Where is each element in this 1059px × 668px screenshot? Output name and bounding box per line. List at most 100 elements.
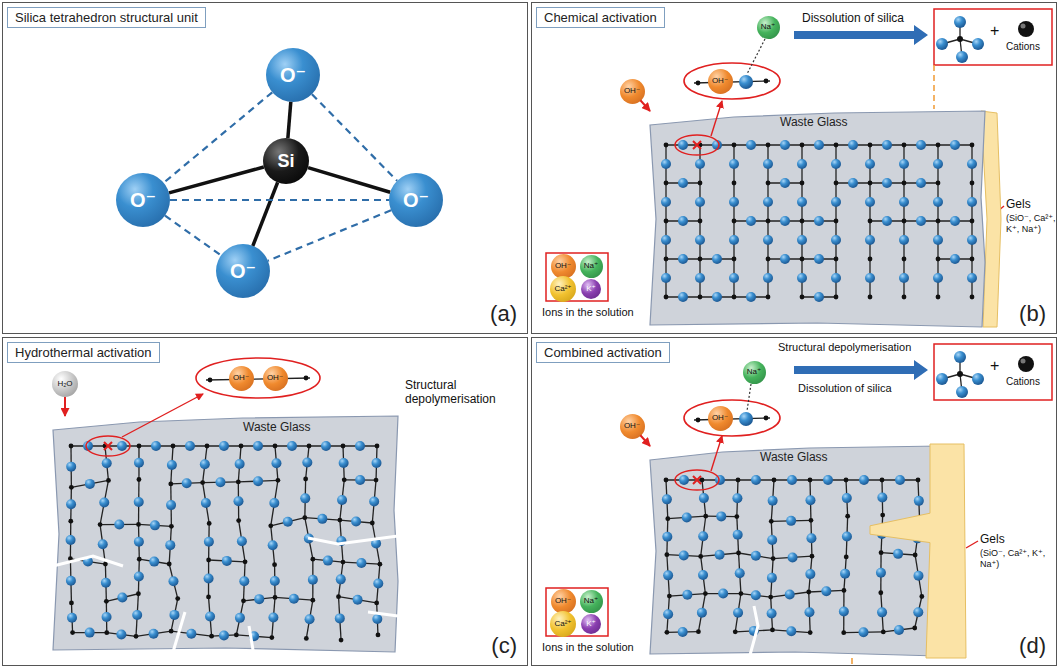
oxygen-ball [839, 607, 849, 617]
silicon-dot [868, 143, 873, 148]
oxygen-ball [132, 610, 142, 620]
oxygen-ball [661, 197, 671, 207]
oxygen-ball [767, 609, 777, 619]
ionic-link [747, 39, 765, 74]
oxygen-ball [899, 235, 909, 245]
silicon-dot [868, 181, 873, 186]
glass-outline [650, 446, 940, 656]
oxygen-ball [219, 441, 229, 451]
oxygen-ball [788, 552, 798, 562]
ion-label: Na⁺ [584, 262, 598, 270]
ion-ball: Ca²⁺ [550, 276, 576, 302]
silicon-dot [936, 257, 941, 262]
ion-ball: OH⁻ [551, 254, 576, 279]
silicon-dot [842, 588, 847, 593]
oxygen-ball [715, 550, 725, 560]
oxygen-ball [767, 573, 777, 583]
oxygen-ball [698, 570, 708, 580]
oxygen-ball [780, 216, 790, 226]
silicon-dot [336, 594, 341, 599]
title-text: Combined activation [544, 345, 662, 360]
oxygen-ball [933, 273, 943, 283]
glass-outline [650, 111, 985, 327]
glass-outline [53, 416, 398, 652]
si-o-bond [253, 182, 278, 245]
silicon-dot [98, 522, 103, 527]
oxygen-ball [679, 475, 689, 485]
oxygen-ball [355, 475, 365, 485]
silicon-dot [175, 596, 180, 601]
oxygen-ball [797, 235, 807, 245]
silicon-dot [936, 181, 941, 186]
silicon-dot [739, 591, 744, 596]
silicon-dot [800, 257, 805, 262]
oxygen-ball [317, 514, 327, 524]
silicon-dot [337, 518, 342, 523]
waste-glass: Waste Glass [650, 111, 985, 327]
silicon-dot [698, 181, 703, 186]
silicon-dot [136, 591, 141, 596]
ion-label: OH⁻ [233, 374, 249, 382]
oxygen-ball [814, 216, 824, 226]
bond-callout [675, 135, 719, 155]
oxygen-ball [698, 531, 708, 541]
silicon-dot [878, 590, 883, 595]
oxygen-ball [271, 458, 281, 468]
silicon-dot [834, 257, 839, 262]
label: Gels [980, 532, 1005, 546]
oxygen-ball [102, 612, 112, 622]
oxygen-ball [967, 235, 977, 245]
ion-box [546, 588, 608, 636]
silicon-dot [207, 521, 212, 526]
product-box [934, 9, 1052, 65]
oxygen-ball [168, 576, 178, 586]
callout-arrow [711, 101, 722, 136]
ion-label: OH⁻ [624, 87, 640, 95]
silicon-dot [664, 181, 669, 186]
ion-label: O⁻ [230, 261, 256, 281]
callout-ellipse [196, 358, 320, 398]
silicon-dot [664, 478, 669, 483]
oxygen-ball [831, 197, 841, 207]
oxygen-ball [763, 273, 773, 283]
oxygen-ball [167, 460, 177, 470]
oxygen-ball [678, 216, 688, 226]
break-mark [693, 476, 701, 484]
oxygen-ball [134, 458, 144, 468]
silicon-dot [664, 295, 669, 300]
silicon-dot [703, 514, 708, 519]
oxygen-ball [695, 159, 705, 169]
shape [764, 79, 769, 84]
oxygen-ball [150, 520, 160, 530]
crack [173, 612, 185, 652]
silicon-dot [342, 477, 347, 482]
silicon-dot [104, 599, 109, 604]
oxygen-ball [913, 607, 923, 617]
oxygen-ball [729, 197, 739, 207]
silicon-dot [766, 257, 771, 262]
oxygen-ball [697, 608, 707, 618]
oxygen-ball [848, 140, 858, 150]
ion-ball: O⁻ [216, 244, 270, 298]
silicon-dot [374, 478, 379, 483]
silicon-dot [834, 181, 839, 186]
oxygen-ball [831, 273, 841, 283]
panel-title: Chemical activation [536, 7, 665, 28]
oxygen-ball [859, 475, 869, 485]
silicon-dot [69, 444, 74, 449]
silicon-dot [736, 551, 741, 556]
oxygen-ball [287, 441, 297, 451]
oxygen-ball [831, 235, 841, 245]
ion-ball: O⁻ [116, 173, 170, 227]
callout-arrow [122, 394, 203, 437]
silicon-dot [902, 219, 907, 224]
oxygen-ball [253, 476, 263, 486]
silicon-dot [69, 600, 74, 605]
oxygen-ball [678, 178, 688, 188]
silicon-dot [844, 554, 849, 559]
oxygen-ball [763, 159, 773, 169]
oxygen-ball [98, 539, 108, 549]
oxygen-ball [66, 462, 76, 472]
silicon-dot [880, 478, 885, 483]
ion-ball: OH⁻ [229, 366, 254, 391]
